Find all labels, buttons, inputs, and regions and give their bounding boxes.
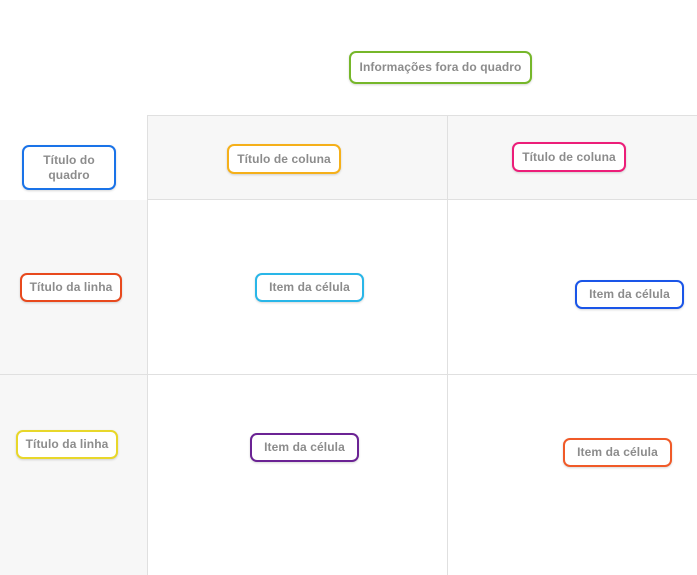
cell-item-chip-r2c2[interactable]: Item da célula <box>563 438 672 467</box>
grid-divider-vertical-2 <box>447 115 448 200</box>
cell-item-label-r1c2: Item da célula <box>589 287 670 301</box>
board-title-label: Título do quadro <box>43 152 95 182</box>
outside-board-note[interactable]: Informações fora do quadro <box>349 51 532 84</box>
row-header-cell-2 <box>0 375 147 575</box>
row-header-label-1: Título da linha <box>29 280 113 294</box>
cell-item-chip-r1c1[interactable]: Item da célula <box>255 273 364 302</box>
column-header-label-2: Título de coluna <box>522 149 616 164</box>
column-header-chip-2[interactable]: Título de coluna <box>512 142 626 172</box>
row-header-chip-2[interactable]: Título da linha <box>16 430 118 459</box>
board-cell-r2c2[interactable] <box>448 375 697 575</box>
outside-board-note-label: Informações fora do quadro <box>359 60 522 74</box>
cell-item-label-r1c1: Item da célula <box>269 280 350 294</box>
column-header-chip-1[interactable]: Título de coluna <box>227 144 341 174</box>
grid-divider-vertical-1 <box>147 115 148 200</box>
column-header-label-1: Título de coluna <box>237 151 331 166</box>
grid-divider-rowheader-edge <box>147 200 148 575</box>
cell-item-chip-r1c2[interactable]: Item da célula <box>575 280 684 309</box>
board-cell-r2c1[interactable] <box>147 375 448 575</box>
board-title-chip[interactable]: Título do quadro <box>22 145 116 190</box>
row-header-label-2: Título da linha <box>25 437 109 451</box>
cell-item-label-r2c1: Item da célula <box>264 440 345 454</box>
cell-item-label-r2c2: Item da célula <box>577 445 658 459</box>
cell-item-chip-r2c1[interactable]: Item da célula <box>250 433 359 462</box>
row-header-chip-1[interactable]: Título da linha <box>20 273 122 302</box>
